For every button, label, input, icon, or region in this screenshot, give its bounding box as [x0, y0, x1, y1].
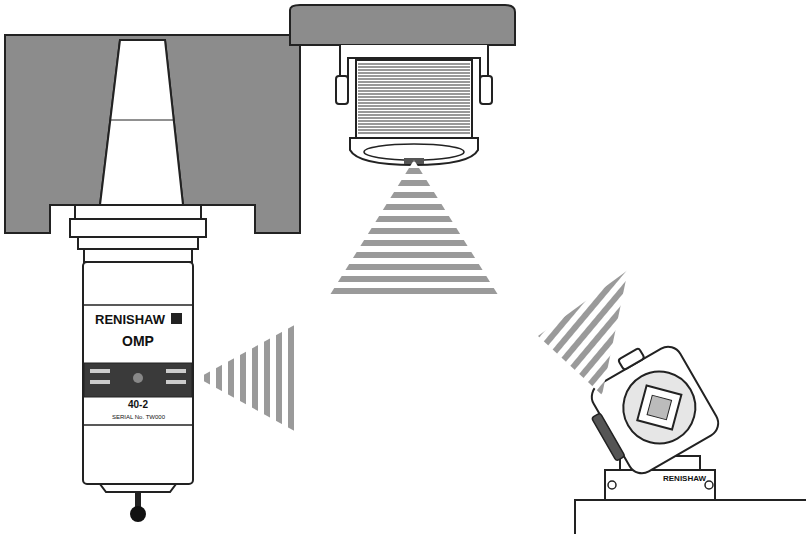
infrared-beam — [538, 270, 628, 395]
drawing-part — [605, 470, 715, 500]
drawing-part — [70, 219, 206, 237]
drawing-part — [83, 304, 193, 306]
drawing-part — [336, 76, 348, 104]
drawing-part — [358, 129, 470, 130]
drawing-part — [84, 363, 192, 397]
drawing-part — [358, 105, 470, 106]
tool-holder — [70, 205, 206, 262]
drawing-part — [75, 205, 201, 219]
drawing-part — [647, 395, 671, 419]
drawing-part — [358, 63, 470, 64]
drawing-part — [618, 348, 645, 370]
drawing-part — [358, 78, 470, 79]
drawing-part — [358, 117, 470, 118]
drawing-part — [610, 358, 708, 456]
drawing-part — [171, 313, 182, 324]
drawing-part — [358, 69, 470, 70]
probe-body — [83, 262, 193, 522]
infrared-beam — [198, 322, 300, 434]
machine-table — [575, 500, 806, 534]
drawing-part — [358, 66, 470, 67]
drawing-part — [480, 76, 492, 104]
drawing-part — [130, 506, 146, 522]
machine-spindle — [5, 35, 300, 233]
drawing-part — [608, 481, 616, 489]
drawing-part — [356, 60, 472, 138]
drawing-part — [90, 369, 110, 373]
drawing-part — [358, 120, 470, 121]
model-number: 40-2 — [128, 400, 148, 410]
drawing-part — [358, 90, 470, 91]
drawing-part — [358, 87, 470, 88]
drawing-part — [133, 373, 143, 383]
drawing-part — [358, 75, 470, 76]
drawing-part — [358, 64, 470, 133]
drawing-part — [705, 481, 713, 489]
drawing-part — [166, 380, 186, 384]
drawing-part — [358, 84, 470, 85]
drawing-part — [83, 424, 193, 426]
drawing-part — [637, 385, 681, 429]
drawing-part — [358, 81, 470, 82]
receiver-unit — [290, 5, 515, 165]
drawing-part — [575, 500, 806, 534]
drawing-part — [90, 380, 110, 384]
drawing-part — [358, 126, 470, 127]
drawing-part — [5, 35, 300, 233]
brand-name: RENISHAW — [95, 313, 165, 326]
serial-number: SERIAL No. TW000 — [112, 414, 165, 420]
drawing-part — [78, 237, 198, 249]
drawing-part — [364, 144, 464, 160]
drawing-part — [358, 96, 470, 97]
drawing-part — [166, 369, 186, 373]
drawing-part — [358, 114, 470, 115]
drawing-part — [290, 5, 515, 45]
drawing-part — [83, 262, 193, 484]
drawing-part — [358, 99, 470, 100]
drawing-part — [110, 120, 173, 121]
drawing-part — [591, 413, 625, 461]
drawing-part — [84, 249, 192, 262]
brand-name: RENISHAW — [663, 475, 706, 483]
drawing-part — [100, 484, 176, 492]
product-name: OMP — [122, 334, 154, 348]
drawing-part — [358, 111, 470, 112]
drawing-part — [358, 102, 470, 103]
drawing-part — [358, 123, 470, 124]
drawing-part — [100, 40, 183, 205]
drawing-part — [358, 108, 470, 109]
drawing-part — [358, 93, 470, 94]
infrared-beam — [328, 160, 500, 298]
drawing-part — [358, 132, 470, 133]
drawing-part — [358, 72, 470, 73]
